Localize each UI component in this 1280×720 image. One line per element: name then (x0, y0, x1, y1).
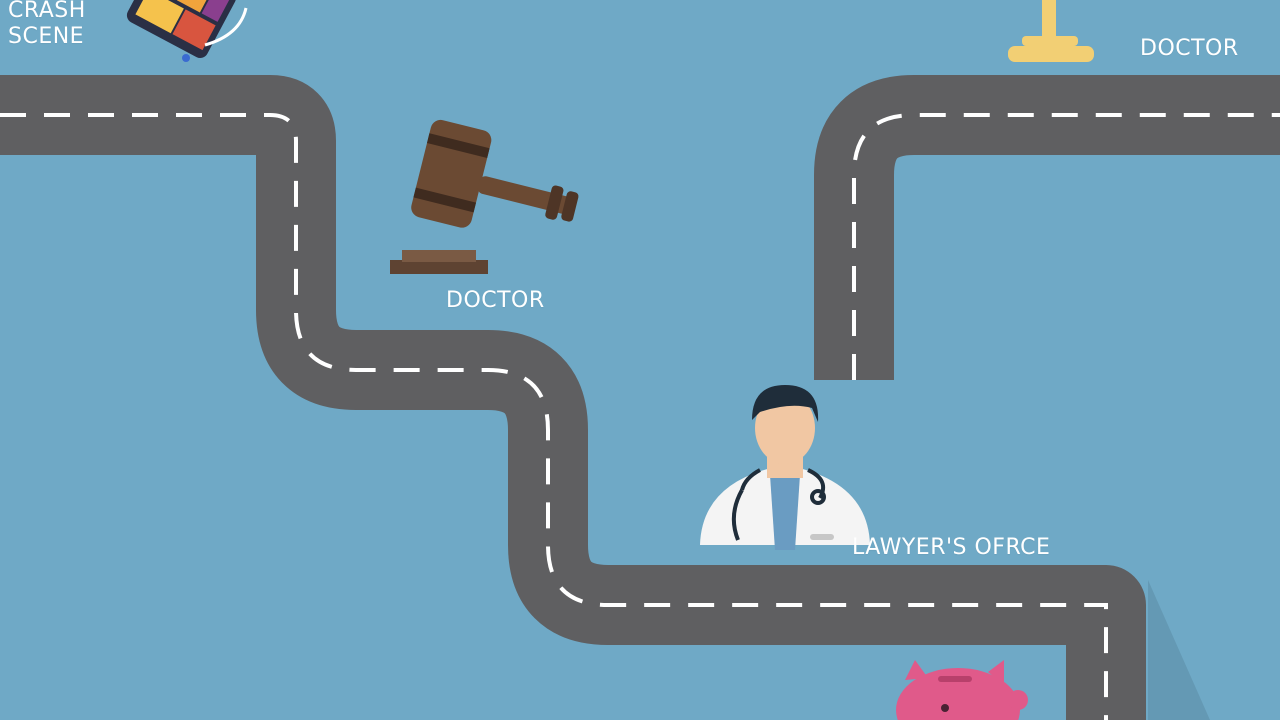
gavel-icon (390, 119, 579, 274)
crash-scene-icon (126, 0, 248, 62)
road-main (0, 75, 1146, 720)
piggy-bank-icon (896, 660, 1028, 720)
road-shadow (1148, 580, 1210, 720)
doctor-label-middle: DOCTOR (446, 288, 545, 313)
lawyer-office-label: LAWYER'S OFRCE (852, 535, 1051, 560)
doctor-label-top: DOCTOR (1140, 36, 1239, 61)
road-upper-right (814, 75, 1280, 380)
crash-scene-label-line2: SCENE (8, 24, 85, 50)
doctor-icon (700, 385, 870, 550)
lamp-icon (1008, 0, 1094, 62)
crash-scene-label-line1: CRASH (8, 0, 86, 23)
crash-scene-label: CRASH SCENE (8, 0, 128, 51)
